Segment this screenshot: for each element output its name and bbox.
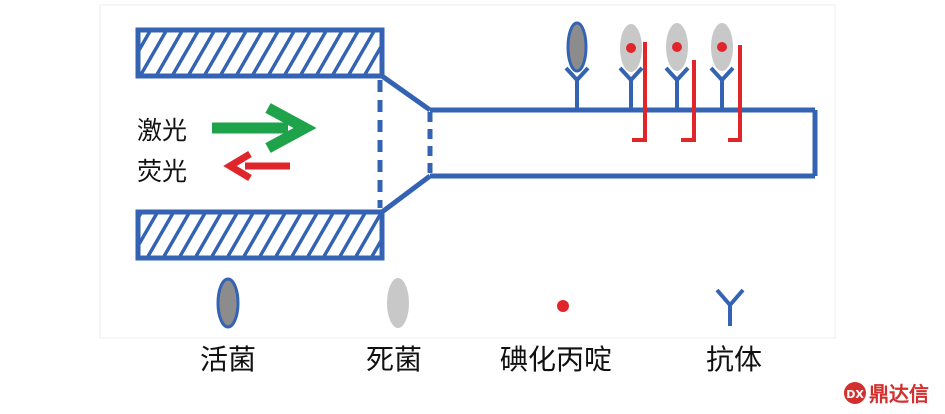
laser-arrow [212, 103, 317, 153]
legend: 活菌 死菌 碘化丙啶 抗体 [200, 277, 762, 376]
legend-pi-dot-icon [557, 300, 569, 312]
fluorescence-arrow [223, 150, 290, 182]
legend-antibody-label: 抗体 [706, 343, 762, 376]
legend-antibody-icon [715, 288, 745, 326]
upper-cladding [135, 27, 385, 79]
lower-cladding [135, 209, 385, 261]
legend-pi-label: 碘化丙啶 [500, 343, 612, 376]
antibody-dead-capture-3 [709, 23, 742, 142]
watermark-text: 鼎达信 [869, 382, 929, 406]
antibody-dead-capture-2 [664, 23, 696, 142]
legend-live-bacterium-icon [216, 277, 240, 329]
svg-text:DX: DX [846, 388, 864, 401]
legend-live-label: 活菌 [200, 343, 256, 376]
live-bacterium-icon [566, 21, 588, 73]
antibody-dead-capture-1 [618, 24, 647, 142]
pi-dot-icon [717, 42, 727, 52]
legend-dead-bacterium-icon [387, 278, 409, 328]
antibody-live-capture [564, 21, 590, 108]
legend-dead-label: 死菌 [366, 343, 422, 376]
fluorescence-label: 荧光 [137, 157, 187, 186]
pi-dot-icon [672, 42, 682, 52]
laser-label: 激光 [137, 116, 187, 145]
fiber-probe [377, 73, 818, 214]
pi-dot-icon [626, 43, 636, 53]
watermark-emblem-icon [844, 382, 866, 404]
watermark-logo: DX 鼎达信 [844, 382, 929, 406]
